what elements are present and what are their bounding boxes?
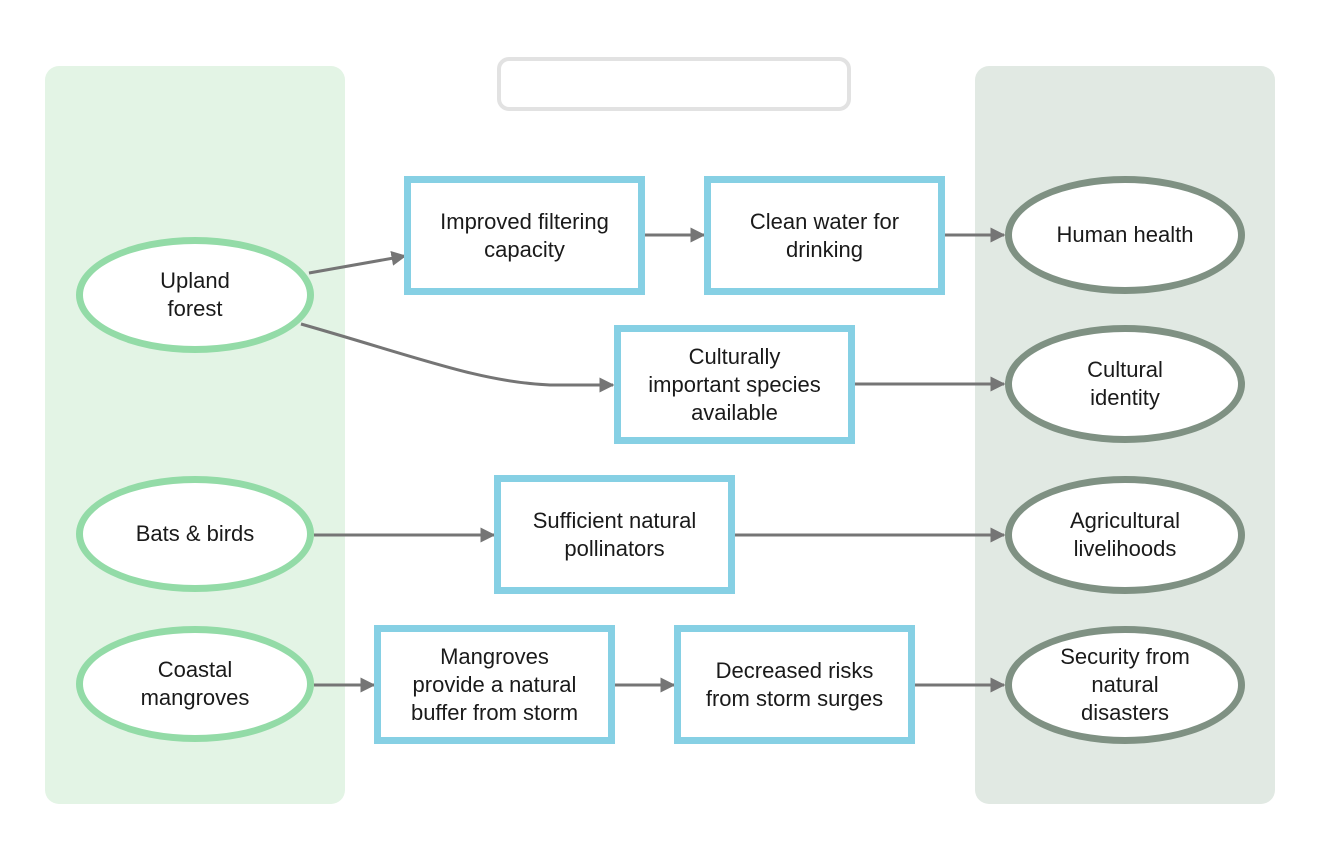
- security-label: Security from natural disasters: [1060, 644, 1190, 725]
- species-available-node: Culturally important species available: [614, 325, 855, 444]
- coastal-mangroves-node: Coastal mangroves: [76, 626, 314, 742]
- agricultural-livelihoods-node: Agricultural livelihoods: [1005, 476, 1245, 594]
- diagram-title-box: [497, 57, 851, 111]
- mangrove-buffer-label: Mangroves provide a natural buffer from …: [410, 643, 579, 725]
- clean-water-node: Clean water for drinking: [704, 176, 945, 295]
- mangrove-buffer-node: Mangroves provide a natural buffer from …: [374, 625, 615, 744]
- upland-forest-node: Upland forest: [76, 237, 314, 353]
- bats-birds-node: Bats & birds: [76, 476, 314, 592]
- clean-water-label: Clean water for drinking: [749, 208, 900, 262]
- cultural-identity-label: Cultural identity: [1087, 357, 1163, 410]
- arrow-upland-to-filtering: [308, 250, 407, 275]
- security-node: Security from natural disasters: [1005, 626, 1245, 744]
- pollinators-label: Sufficient natural pollinators: [532, 507, 697, 561]
- storm-risk-label: Decreased risks from storm surges: [705, 657, 884, 711]
- storm-risk-node: Decreased risks from storm surges: [674, 625, 915, 744]
- pollinators-node: Sufficient natural pollinators: [494, 475, 735, 594]
- human-health-label: Human health: [1056, 222, 1194, 247]
- arrow-upland-to-species: [300, 322, 615, 393]
- human-health-node: Human health: [1005, 176, 1245, 294]
- upland-forest-label: Upland forest: [160, 268, 230, 321]
- agricultural-livelihoods-label: Agricultural livelihoods: [1069, 508, 1181, 561]
- coastal-mangroves-label: Coastal mangroves: [140, 657, 250, 710]
- bats-birds-label: Bats & birds: [135, 521, 255, 546]
- filtering-capacity-label: Improved filtering capacity: [440, 208, 609, 262]
- filtering-capacity-node: Improved filtering capacity: [404, 176, 645, 295]
- species-available-label: Culturally important species available: [648, 343, 821, 425]
- cultural-identity-node: Cultural identity: [1005, 325, 1245, 443]
